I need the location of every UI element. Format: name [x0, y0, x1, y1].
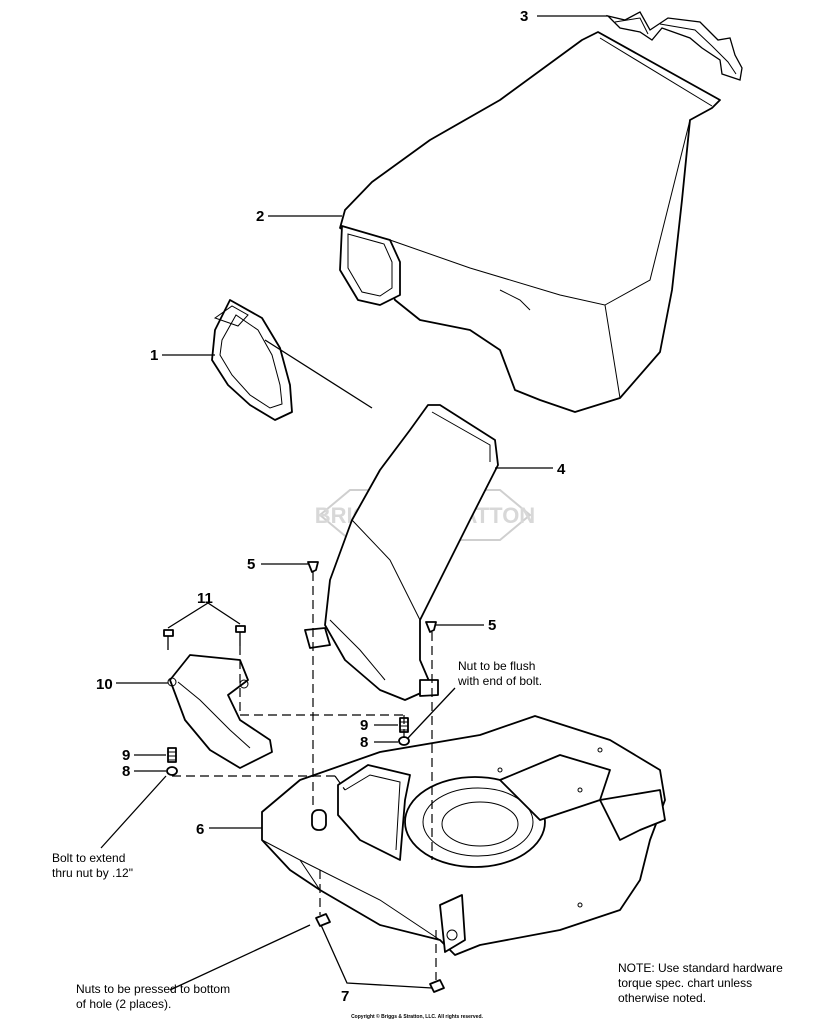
callout-10: 10 [96, 676, 113, 693]
callout-5-left: 5 [247, 556, 255, 573]
svg-text:with end of bolt.: with end of bolt. [457, 674, 542, 688]
svg-text:Nuts to be pressed to bottom: Nuts to be pressed to bottom [76, 982, 230, 996]
svg-text:NOTE: Use standard hardware: NOTE: Use standard hardware [618, 961, 783, 975]
svg-text:thru nut by .12": thru nut by .12" [52, 866, 133, 880]
copyright-text: Copyright © Briggs & Stratton, LLC. All … [351, 1014, 483, 1020]
svg-text:Nut to be flush: Nut to be flush [458, 659, 535, 673]
note-nut-flush: Nut to be flush with end of bolt. [457, 659, 542, 688]
callout-7: 7 [341, 988, 349, 1005]
part-6-mower-deck [261, 715, 666, 956]
part-2-grass-bag [339, 31, 721, 413]
svg-text:otherwise noted.: otherwise noted. [618, 991, 706, 1005]
callout-8-left: 8 [122, 763, 130, 780]
callout-4: 4 [557, 461, 566, 478]
note-nuts-pressed: Nuts to be pressed to bottom of hole (2 … [76, 982, 230, 1011]
callout-9-right: 9 [360, 717, 368, 734]
note-general: NOTE: Use standard hardware torque spec.… [618, 961, 783, 1005]
callout-numbers: 3 2 1 4 5 5 11 10 9 8 9 8 6 7 [96, 8, 566, 1005]
callout-1: 1 [150, 347, 158, 364]
svg-text:of hole (2 places).: of hole (2 places). [76, 997, 171, 1011]
callout-2: 2 [256, 208, 264, 225]
part-10-baffle [167, 654, 273, 769]
callout-6: 6 [196, 821, 204, 838]
callout-5-right: 5 [488, 617, 496, 634]
part-1-bag-adapter [211, 299, 373, 421]
callout-11: 11 [197, 590, 213, 607]
callout-3: 3 [520, 8, 528, 25]
part-3-bag-frame [605, 11, 743, 81]
note-bolt-extend: Bolt to extend thru nut by .12" [52, 851, 133, 880]
hardware [163, 561, 445, 993]
svg-text:Bolt to extend: Bolt to extend [52, 851, 125, 865]
part-4-discharge-chute [304, 404, 499, 701]
leader-lines [100, 15, 608, 991]
callout-9-left: 9 [122, 747, 130, 764]
callout-8-right: 8 [360, 734, 368, 751]
assembly-lines [172, 572, 437, 980]
svg-text:torque spec. chart unless: torque spec. chart unless [618, 976, 752, 990]
